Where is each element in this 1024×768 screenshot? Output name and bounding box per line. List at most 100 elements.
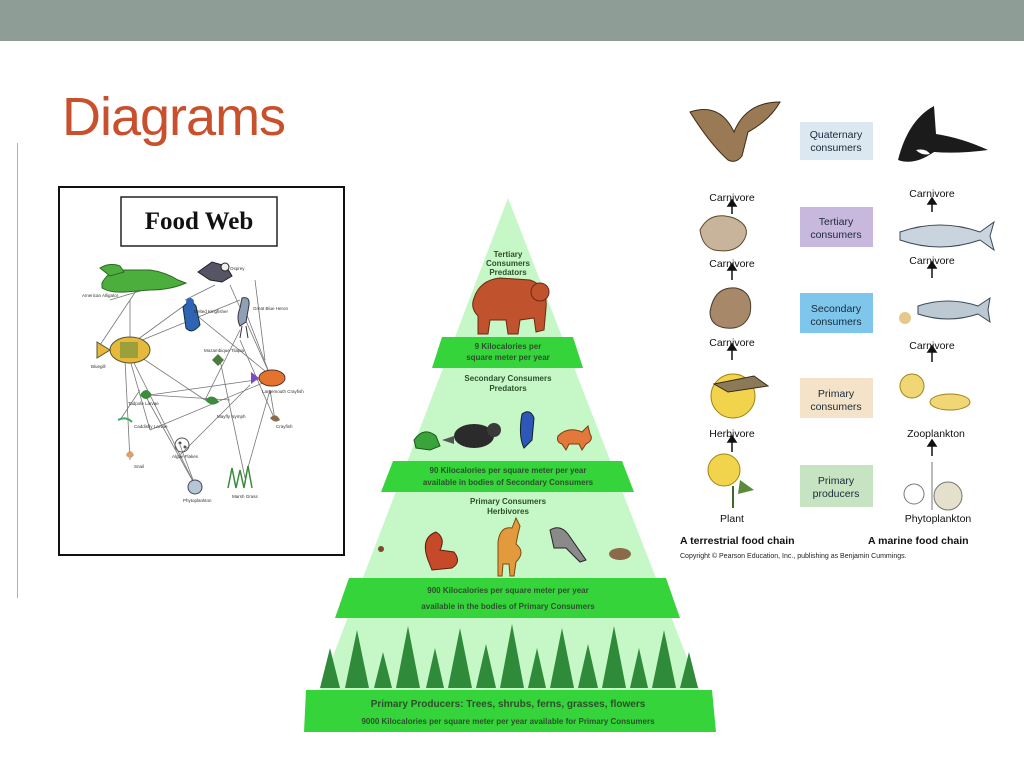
label-alligator: American Alligator [82,293,119,298]
label-tilapia: Mozambique Tilapia [204,348,245,353]
mouse-icon [609,548,631,560]
label-tadpoles: Tadpole Larvae [128,401,159,406]
terrestrial-label-3: Carnivore [709,337,755,349]
level-box-quaternary [800,122,873,160]
heron-icon [237,297,250,339]
terrestrial-label-5: Plant [720,513,744,525]
bear-icon [472,277,550,335]
hawk-icon [689,101,781,162]
secondary-band-2: available in bodies of Secondary Consume… [423,478,594,487]
marine-label-1: Carnivore [909,188,955,200]
producers-band-1: Primary Producers: Trees, shrubs, ferns,… [371,699,646,710]
terrestrial-label-2: Carnivore [709,258,755,270]
terrestrial-label-4: Herbivore [709,428,755,440]
flower-plant-icon [707,453,754,508]
food-web-frame [58,186,345,556]
secondary-label-2: Predators [489,384,527,393]
pyramid-band-secondary [381,461,634,492]
marine-label-5: Phytoplankton [905,513,972,525]
left-rule [17,143,18,598]
level-tertiary-2: consumers [810,229,861,241]
tertiary-label-2: Consumers [486,259,531,268]
level-primary-producers-2: producers [813,488,860,500]
label-caddisfly: Caddisfly Larvae [134,424,168,429]
level-tertiary-1: Tertiary [819,216,854,228]
level-secondary-1: Secondary [811,303,862,315]
tertiary-label-1: Tertiary [494,250,523,259]
label-phytoplankton: Phytoplankton [183,498,212,503]
level-quaternary-2: consumers [810,142,861,154]
level-secondary-2: consumers [810,316,861,328]
level-box-primary-consumers [800,378,873,418]
small-organisms-icons [117,354,280,495]
marine-label-2: Carnivore [909,255,955,267]
label-largemouth: Largemouth Crayfish [262,389,304,394]
tilapia-icon [251,369,286,387]
level-primary-producers-1: Primary [818,475,855,487]
chain-arrows [726,196,938,456]
producers-band-2: 9000 Kilocalories per square meter per y… [361,717,655,726]
phytoplankton-icon [903,462,963,511]
forest-icons [320,624,698,688]
label-algae: Algae Flakes [172,454,199,459]
tertiary-band-1: 9 Kilocalories per [475,342,542,351]
tuna-icon [899,220,995,252]
marine-caption: A marine food chain [868,535,969,547]
blue-jay-icon [519,411,535,449]
snake-icon [699,215,747,252]
squirrel-icon [424,531,458,571]
top-accent-bar [0,0,1024,41]
level-primary-consumers-1: Primary [818,388,855,400]
pyramid-band-producers [304,690,716,732]
frog-icon [413,431,441,451]
raccoon-icon [442,423,501,448]
food-web-title: Food Web [145,208,254,235]
label-mayfly: Mayfly Nymph [217,414,246,419]
secondary-label-1: Secondary Consumers [464,374,552,383]
level-quaternary-1: Quaternary [810,129,863,141]
small-fish-icon [899,296,991,324]
pyramid-band-tertiary [432,337,583,368]
copyright-note: Copyright © Pearson Education, Inc., pub… [680,552,907,560]
label-crayfish: Crayfish [276,424,293,429]
primary-label-1: Primary Consumers [470,497,547,506]
primary-band-2: available in the bodies of Primary Consu… [421,602,595,611]
label-snail: Snail [134,464,144,469]
terrestrial-label-1: Carnivore [709,192,755,204]
mouse-icon-chain [709,287,752,329]
tertiary-band-2: square meter per year [466,353,550,362]
food-web-arrows [99,279,276,486]
fox-icon [557,425,592,451]
zooplankton-icon [899,373,971,411]
secondary-band-1: 90 Kilocalories per square meter per yea… [430,466,587,475]
insect-icon [378,546,384,552]
kingfisher-icon [182,298,201,332]
primary-label-2: Herbivores [487,507,529,516]
label-heron: Great Blue Heron [253,306,289,311]
label-kingfisher: Belted Kingfisher [194,309,229,314]
gray-jay-icon [549,527,587,563]
deer-icon [497,516,522,577]
level-box-primary-producers [800,465,873,507]
grasshopper-flower-icon [710,373,770,419]
alligator-icon [99,263,188,293]
terrestrial-caption: A terrestrial food chain [680,535,795,547]
orca-icon [898,106,988,162]
level-box-tertiary [800,207,873,247]
pyramid-band-primary [335,578,680,618]
label-osprey: Osprey [230,266,245,271]
food-web-title-box [120,196,278,247]
marine-label-4: Zooplankton [907,428,965,440]
level-box-secondary [800,293,873,333]
label-bluegill: Bluegill [91,364,106,369]
osprey-icon [197,261,233,283]
slide-title: Diagrams [62,87,286,147]
level-primary-consumers-2: consumers [810,401,861,413]
primary-band-1: 900 Kilocalories per square meter per ye… [427,586,588,595]
tertiary-label-3: Predators [489,268,527,277]
label-marsh-grass: Marsh Grass [232,494,259,499]
bluegill-icon [96,336,151,364]
